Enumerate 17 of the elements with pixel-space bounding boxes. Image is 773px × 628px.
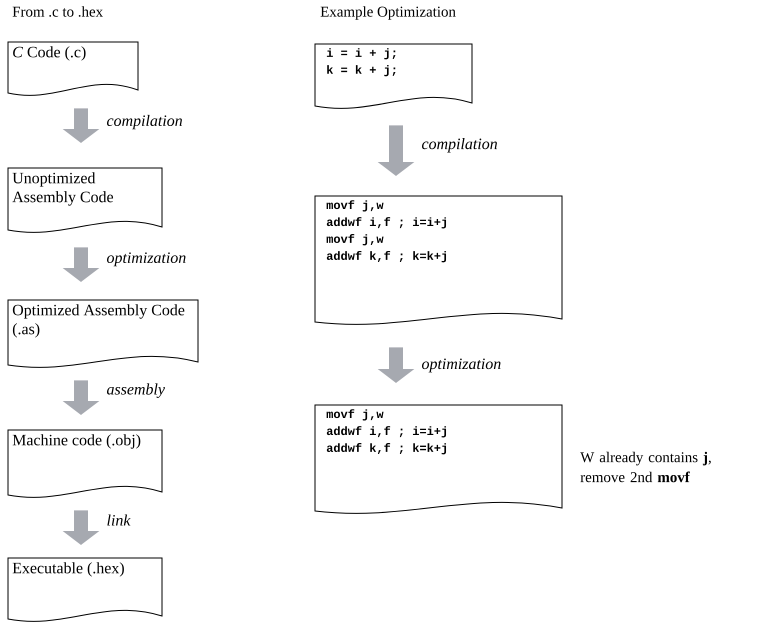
edge-label: optimization [107,252,186,266]
heading: From .c to .hex [12,6,103,17]
edge-label: link [107,514,131,526]
edge-label: optimization [422,358,501,372]
document-box: Executable (.hex) [8,558,162,622]
edge-label: compilation [107,114,182,130]
edge-label: assembly [107,383,165,398]
document-box: movf j,w addwf i,f ; i=i+j movf j,w addwf k,f ; k=k+j [314,196,562,325]
document-box: movf j,w addwf i,f ; i=i+j addwf k,f ; k=k+j [314,404,562,514]
document-box: Optimized Assembly Code (.as) [8,300,198,368]
note-text: W already contains j, remove 2nd movf [580,452,711,482]
document-box: i = i + j; k = k + j; [314,44,472,109]
document-box: C Code (.c) [8,42,138,96]
heading: Example Optimization [320,6,456,20]
document-box: Unoptimized Assembly Code [8,168,162,233]
document-box: Machine code (.obj) [8,430,162,498]
edge-label: compilation [422,138,498,152]
